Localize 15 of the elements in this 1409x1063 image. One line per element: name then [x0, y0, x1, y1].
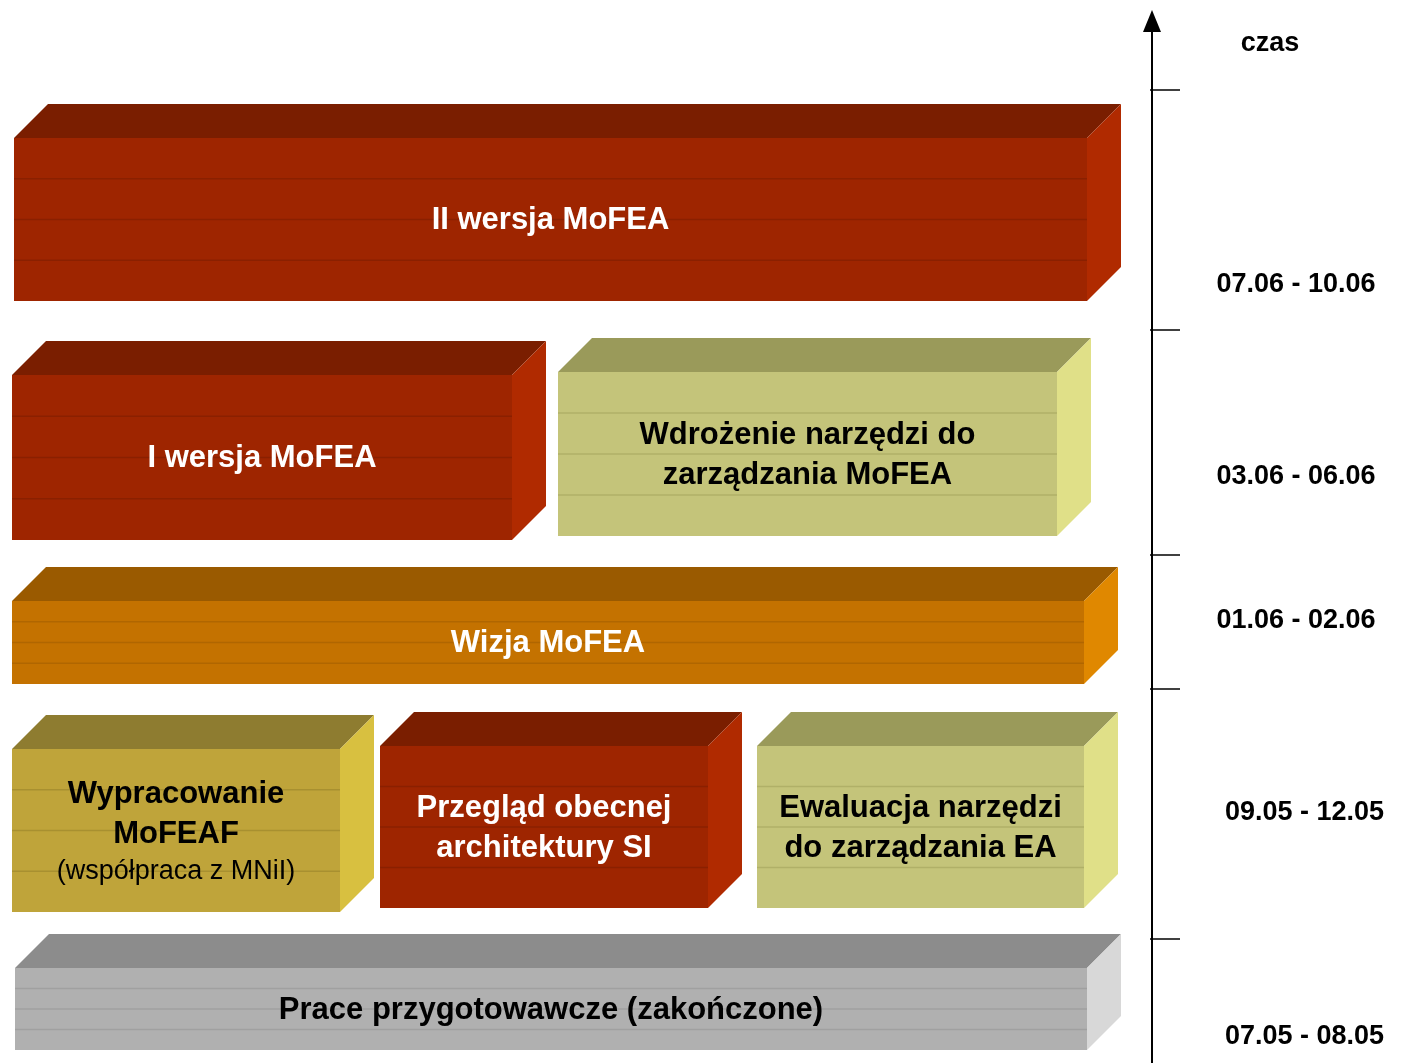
date-range-label: 01.06 - 02.06: [1215, 603, 1377, 636]
block-label: Ewaluacja narzędzi do zarządzania EA: [778, 787, 1063, 866]
date-range-label: 07.06 - 10.06: [1215, 267, 1377, 300]
block-label: (współpraca z MNiI): [56, 854, 296, 888]
block-label: Wizja MoFEA: [450, 623, 646, 662]
date-range-label: 03.06 - 06.06: [1215, 459, 1377, 492]
axis-title: czas: [1239, 26, 1301, 59]
date-range-label: 07.05 - 08.05: [1223, 1019, 1386, 1052]
block-label: Wdrożenie narzędzi do zarządzania MoFEA: [638, 414, 977, 493]
block-label: Przegląd obecnej architektury SI: [415, 787, 673, 866]
block-label: Wypracowanie MoFEAF: [66, 773, 286, 852]
block-label: I wersja MoFEA: [147, 438, 377, 477]
date-range-label: 09.05 - 12.05: [1223, 795, 1386, 828]
block-label: II wersja MoFEA: [431, 200, 670, 239]
block-label: Prace przygotowawcze (zakończone): [278, 989, 824, 1028]
